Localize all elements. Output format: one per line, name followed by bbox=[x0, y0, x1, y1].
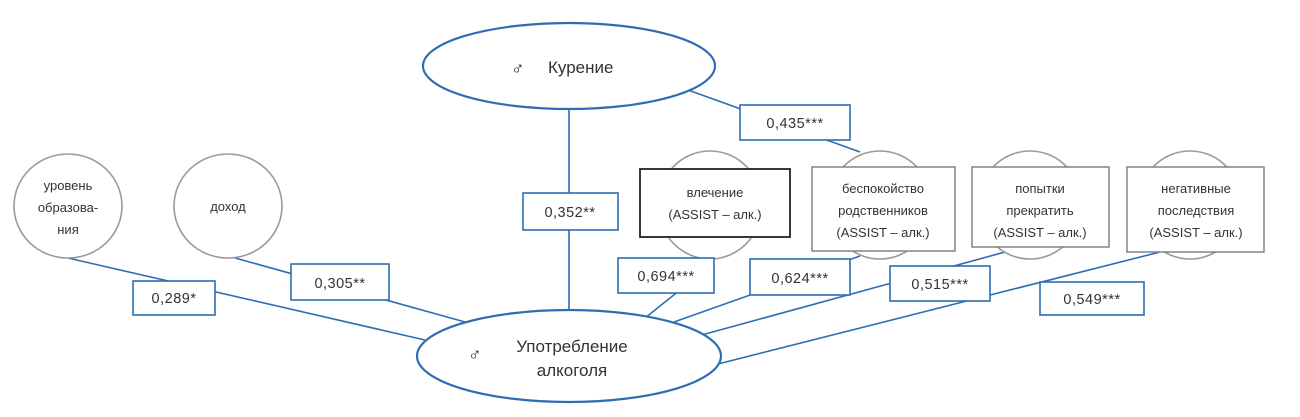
coef-smoking-relatives: 0,435*** bbox=[739, 104, 851, 141]
coef-income: 0,305** bbox=[290, 263, 390, 301]
coef-relatives: 0,624*** bbox=[749, 258, 851, 296]
coef-box bbox=[617, 257, 715, 294]
negative-line-1: негативные bbox=[1161, 181, 1231, 196]
node-alcohol: ♂ Употребление алкоголя bbox=[415, 308, 723, 404]
craving-line-1: влечение bbox=[687, 185, 744, 200]
indicator-quit: попытки прекратить (ASSIST – алк.) bbox=[971, 166, 1110, 248]
relatives-line-1: беспокойство bbox=[842, 181, 924, 196]
coef-craving: 0,694*** bbox=[617, 257, 715, 294]
indicator-craving: влечение (ASSIST – алк.) bbox=[639, 168, 791, 238]
indicator-negative: негативные последствия (ASSIST – алк.) bbox=[1126, 166, 1265, 253]
coef-smoking: 0,352** bbox=[522, 192, 619, 231]
node-smoking: ♂ Курение bbox=[421, 21, 717, 111]
quit-line-1: попытки bbox=[1015, 181, 1065, 196]
negative-line-3: (ASSIST – алк.) bbox=[1149, 225, 1242, 240]
negative-box bbox=[1126, 166, 1265, 253]
alcohol-label-line-2: алкоголя bbox=[537, 361, 608, 380]
education-label-line-1: уровень bbox=[44, 178, 93, 193]
coef-value: 0,694*** bbox=[637, 269, 694, 285]
coef-value: 0,352** bbox=[544, 205, 595, 221]
coef-education: 0,289* bbox=[132, 280, 216, 316]
negative-line-2: последствия bbox=[1158, 203, 1235, 218]
education-label-line-3: ния bbox=[57, 222, 78, 237]
coef-quit: 0,515*** bbox=[889, 265, 991, 302]
coef-box bbox=[1039, 281, 1145, 316]
relatives-line-3: (ASSIST – алк.) bbox=[836, 225, 929, 240]
coef-box bbox=[132, 280, 216, 316]
relatives-line-2: родственников bbox=[838, 203, 928, 218]
male-symbol-icon: ♂ bbox=[511, 58, 525, 78]
coef-value: 0,549*** bbox=[1063, 292, 1120, 308]
coef-box bbox=[749, 258, 851, 296]
coef-value: 0,515*** bbox=[911, 277, 968, 293]
coef-box bbox=[522, 192, 619, 231]
education-label-line-2: образова- bbox=[38, 200, 98, 215]
coef-value: 0,289* bbox=[152, 291, 197, 307]
income-label: доход bbox=[210, 199, 246, 214]
node-income: доход bbox=[173, 153, 283, 259]
indicator-relatives: беспокойство родственников (ASSIST – алк… bbox=[811, 166, 956, 252]
quit-line-2: прекратить bbox=[1006, 203, 1074, 218]
male-symbol-icon: ♂ bbox=[468, 344, 482, 364]
craving-box bbox=[639, 168, 791, 238]
alcohol-ellipse bbox=[415, 308, 723, 404]
coef-box bbox=[290, 263, 390, 301]
smoking-ellipse bbox=[421, 21, 717, 111]
relatives-box bbox=[811, 166, 956, 252]
quit-box bbox=[971, 166, 1110, 248]
coef-box bbox=[739, 104, 851, 141]
coef-box bbox=[889, 265, 991, 302]
alcohol-label-line-1: Употребление bbox=[516, 337, 628, 356]
link-education-alcohol bbox=[67, 257, 426, 341]
education-ellipse bbox=[13, 153, 123, 259]
node-education: уровень образова- ния bbox=[13, 153, 123, 259]
coef-value: 0,305** bbox=[314, 276, 365, 292]
link-negative-alcohol bbox=[717, 251, 1161, 365]
craving-line-2: (ASSIST – алк.) bbox=[668, 207, 761, 222]
coef-value: 0,624*** bbox=[771, 271, 828, 287]
coef-value: 0,435*** bbox=[766, 116, 823, 132]
income-ellipse bbox=[173, 153, 283, 259]
smoking-label: Курение bbox=[548, 58, 613, 77]
coef-negative: 0,549*** bbox=[1039, 281, 1145, 316]
quit-line-3: (ASSIST – алк.) bbox=[993, 225, 1086, 240]
